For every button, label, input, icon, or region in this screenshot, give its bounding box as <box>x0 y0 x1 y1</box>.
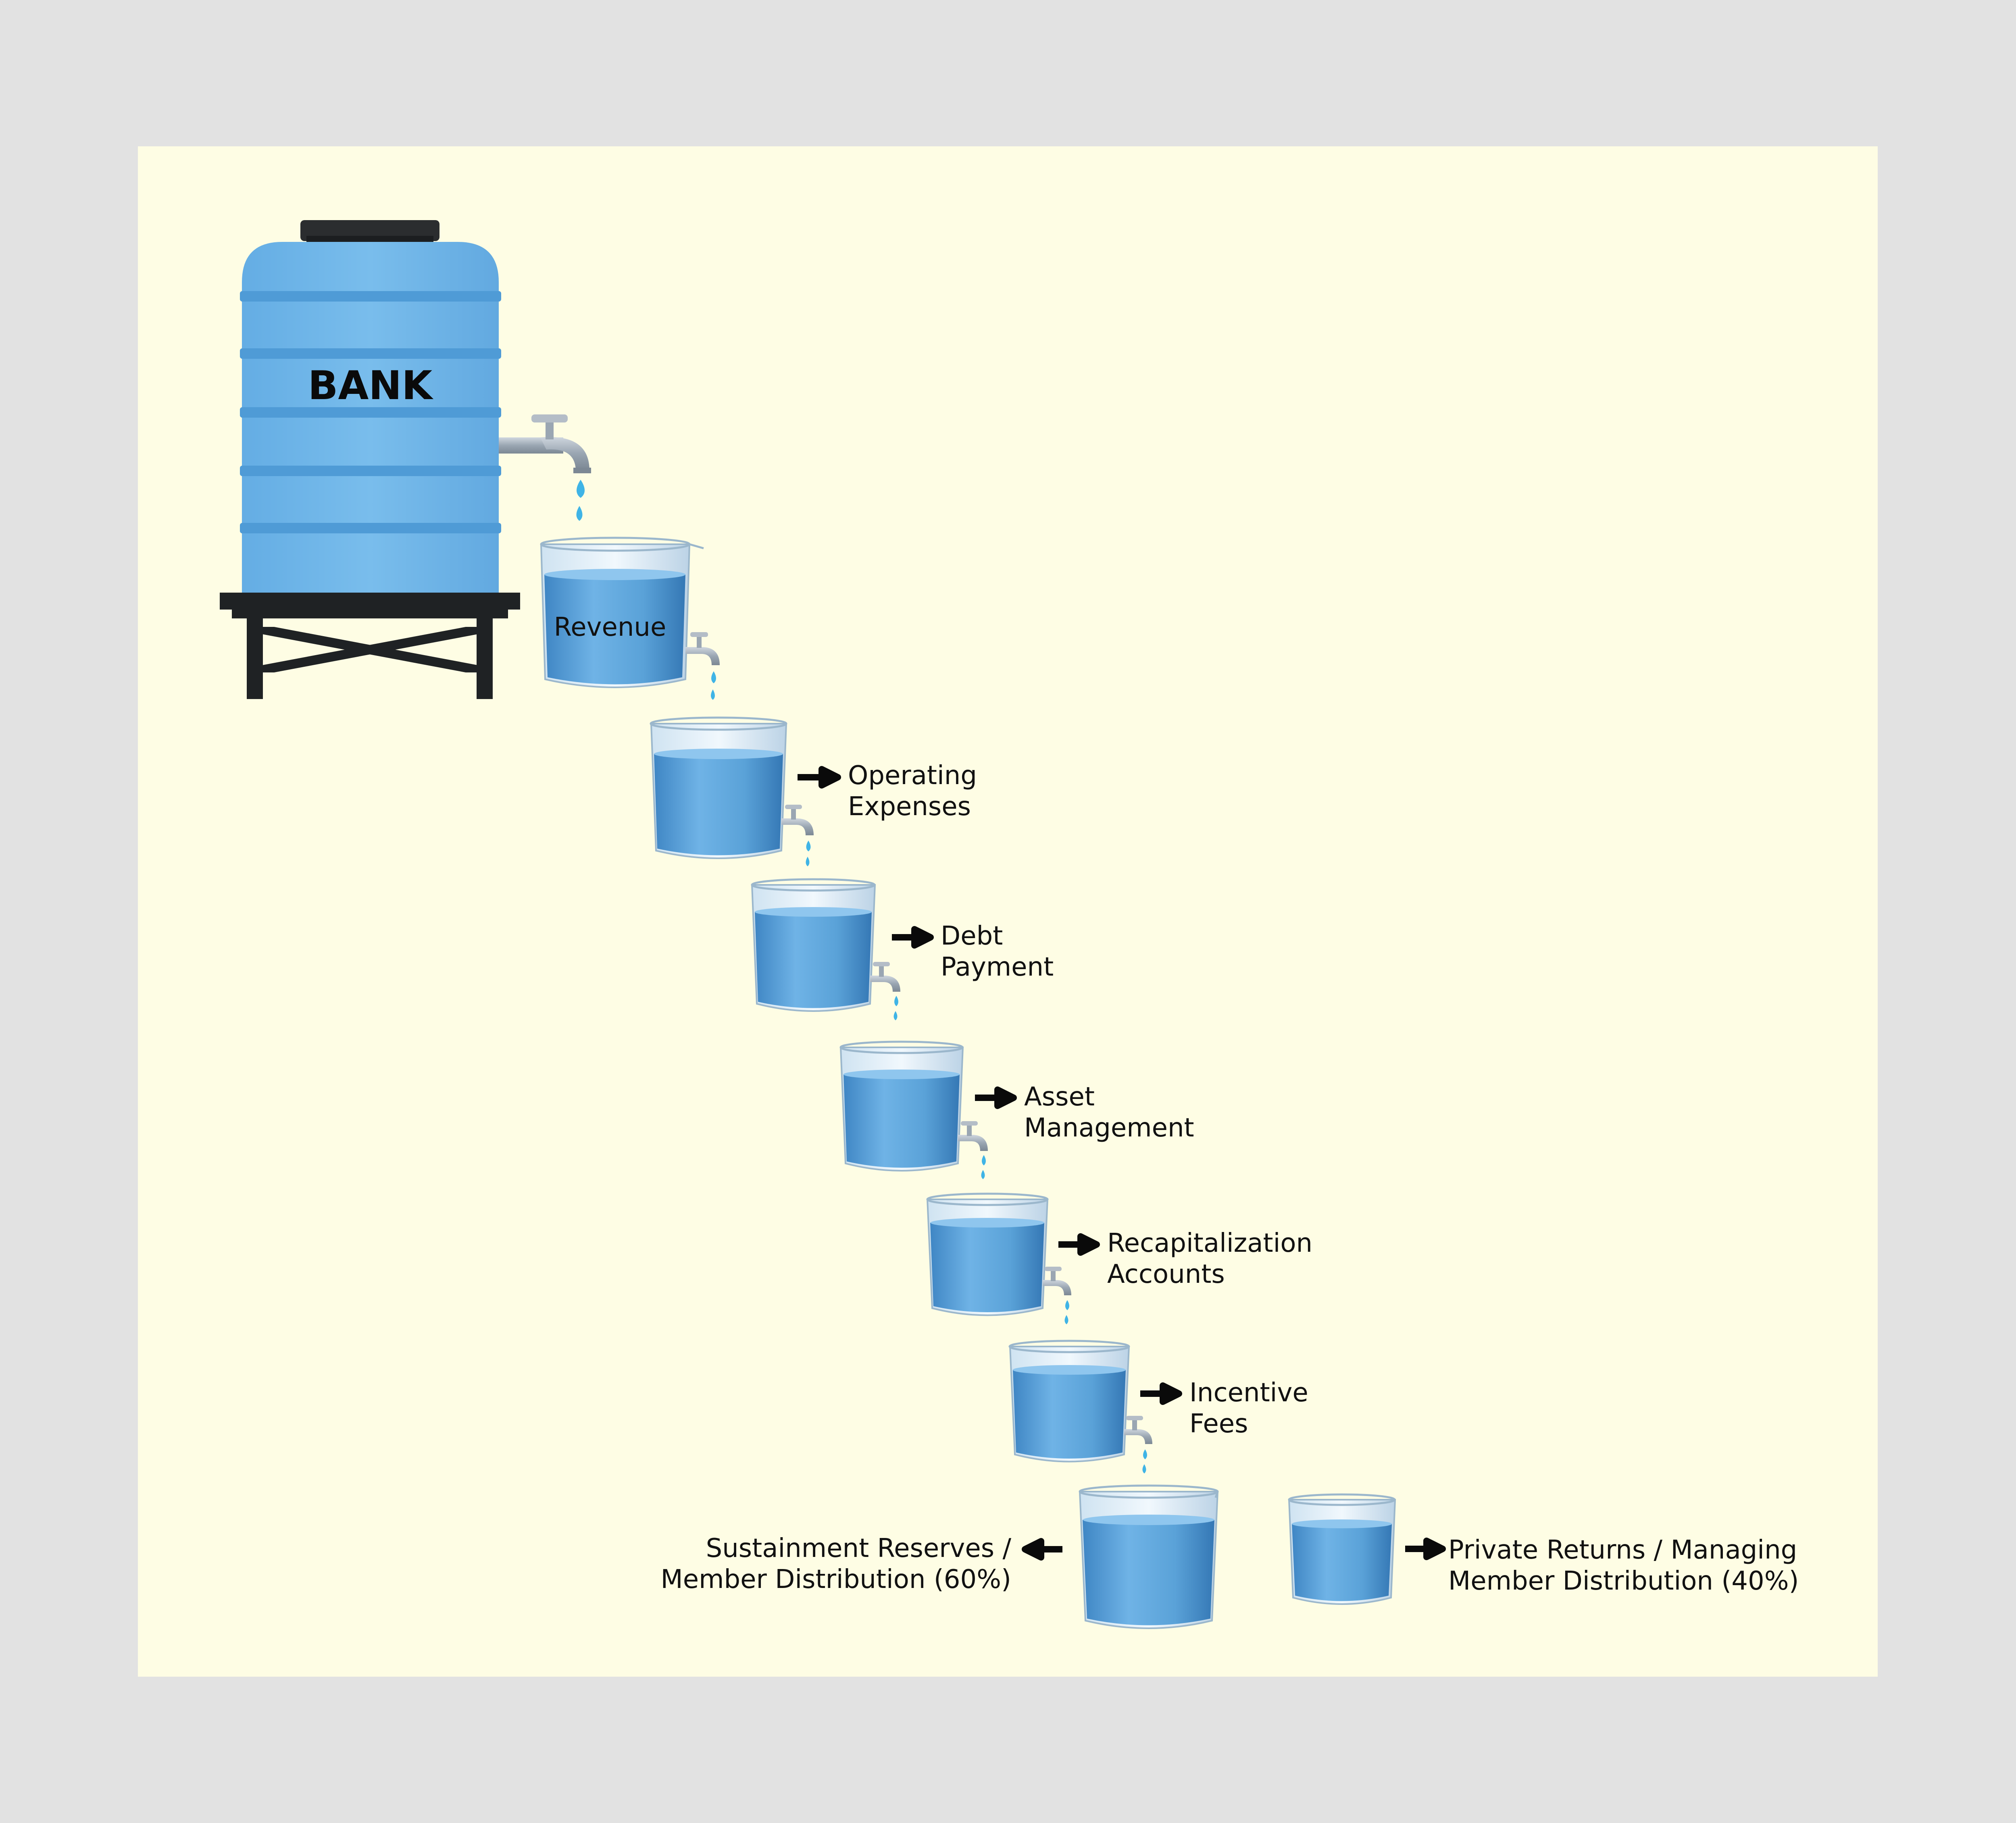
vessel-recapitalization-accounts <box>926 1192 1071 1324</box>
tank-bands <box>240 291 501 533</box>
revenue-label: Revenue <box>554 612 666 642</box>
recapitalization-accounts-label-line2: Accounts <box>1107 1259 1225 1289</box>
asset-management-label-line2: Management <box>1024 1113 1194 1143</box>
vessel-revenue <box>540 537 720 700</box>
vessel-private-returns <box>1288 1493 1396 1605</box>
vessel-operating-expenses <box>650 716 814 866</box>
arrow-recapitalization-accounts <box>1058 1233 1100 1256</box>
debt-payment-label-line1: Debt <box>941 921 1003 951</box>
arrow-asset-management <box>975 1086 1017 1109</box>
private-returns-label-line2: Member Distribution (40%) <box>1448 1566 1799 1596</box>
vessel-sustainment-reserves <box>1079 1484 1219 1629</box>
operating-expenses-label-line1: Operating <box>848 761 977 791</box>
vessel-debt-payment <box>751 878 900 1020</box>
vessel-incentive-fees <box>1008 1340 1152 1473</box>
sustainment-reserves-label-line2: Member Distribution (60%) <box>661 1565 1012 1594</box>
tank-faucet <box>499 414 591 473</box>
debt-payment-label-line2: Payment <box>941 952 1054 982</box>
water-drops <box>576 480 585 521</box>
incentive-fees-label-line1: Incentive <box>1189 1378 1308 1408</box>
operating-expenses-label-line2: Expenses <box>848 792 971 822</box>
vessel-asset-management <box>839 1041 988 1179</box>
bank-tank: BANK <box>240 220 501 593</box>
private-returns-label-line1: Private Returns / Managing <box>1448 1535 1797 1565</box>
arrow-incentive-fees <box>1140 1382 1182 1405</box>
recapitalization-accounts-label-line1: Recapitalization <box>1107 1228 1312 1258</box>
arrow-sustainment-reserves <box>1022 1538 1062 1561</box>
incentive-fees-label-line2: Fees <box>1189 1409 1248 1439</box>
arrow-private-returns <box>1405 1538 1446 1560</box>
arrow-debt-payment <box>892 926 934 949</box>
tank-stand <box>220 593 520 699</box>
tank-label: BANK <box>308 363 434 409</box>
arrow-operating-expenses <box>798 766 841 789</box>
asset-management-label-line1: Asset <box>1024 1082 1095 1112</box>
sustainment-reserves-label-line1: Sustainment Reserves / <box>706 1534 1012 1563</box>
